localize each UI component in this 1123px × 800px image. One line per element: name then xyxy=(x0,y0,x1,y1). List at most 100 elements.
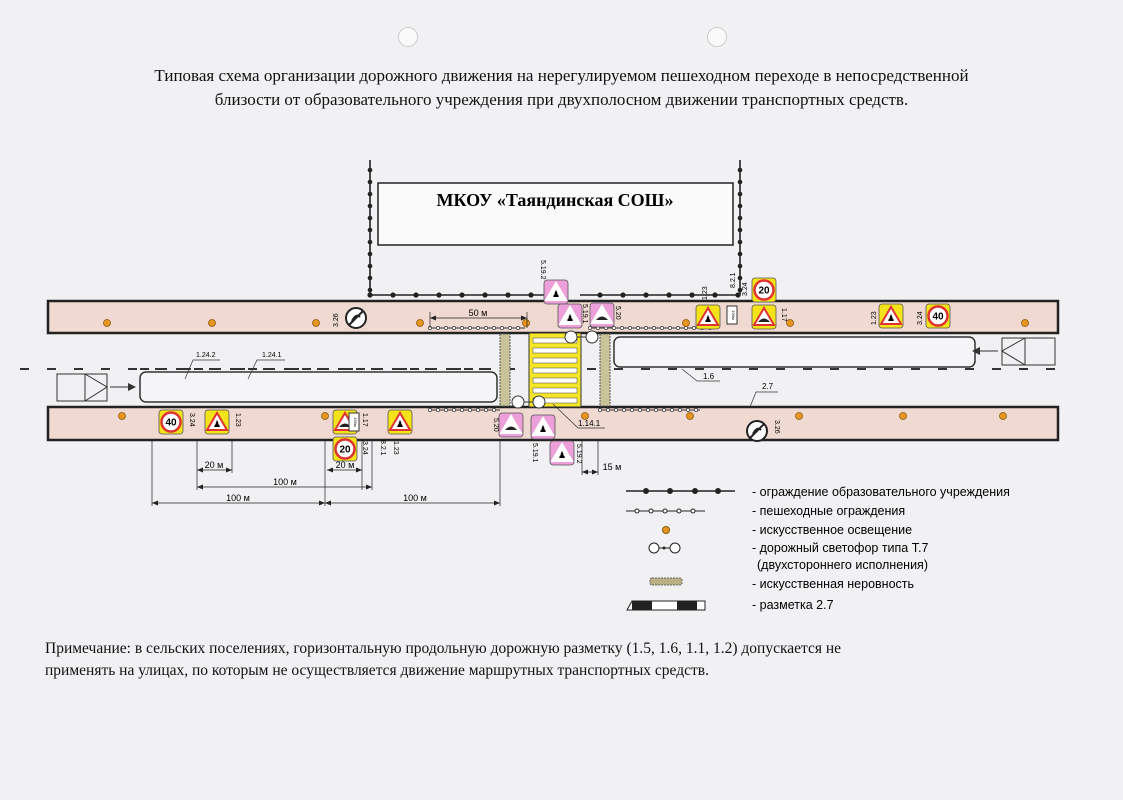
fence-post xyxy=(660,326,664,330)
pedestrian-fences xyxy=(428,326,715,412)
fence-post xyxy=(492,408,496,412)
fence-post xyxy=(367,287,373,293)
speed-bump-left xyxy=(499,333,511,407)
fence-post xyxy=(737,191,743,197)
street-light-icon xyxy=(686,412,694,420)
crosswalk-1-14-1 xyxy=(528,332,582,408)
pedestrian-crossing-icon xyxy=(531,416,555,436)
fence-post xyxy=(606,408,610,412)
plate-8-2-1 xyxy=(348,412,360,432)
dimension-label: 20 м xyxy=(205,460,224,470)
figure-glyph: ♟ xyxy=(213,419,221,429)
fence-post xyxy=(668,326,672,330)
sign-code: 1.17 xyxy=(780,308,787,322)
street-light-icon xyxy=(795,412,803,420)
plate-text: 150м xyxy=(731,310,736,320)
marking-label: 1.6 xyxy=(703,372,715,381)
street-light-icon xyxy=(312,319,320,327)
fence-post xyxy=(670,408,674,412)
legend-label: - искусственная неровность xyxy=(752,577,914,591)
strike-line xyxy=(749,423,765,439)
right-lane-zone xyxy=(613,336,976,368)
fence-post xyxy=(597,292,603,298)
arrow-head xyxy=(327,467,333,473)
page-title: Типовая схема организации дорожного движ… xyxy=(40,64,1083,112)
dimension-label: 20 м xyxy=(336,460,355,470)
dimension-label: 15 м xyxy=(603,462,622,472)
street-light-icon xyxy=(321,412,329,420)
arrow-head xyxy=(197,467,203,473)
fence-post xyxy=(367,292,373,298)
figure-glyph: ♟ xyxy=(396,419,404,429)
school-fence-icon xyxy=(626,488,735,494)
fence-post xyxy=(737,227,743,233)
fence-post xyxy=(484,326,488,330)
fence-post xyxy=(468,408,472,412)
legend-label: - разметка 2.7 xyxy=(752,598,834,612)
vehicle-left xyxy=(56,373,136,402)
bump-shape xyxy=(505,426,517,430)
sign-1-23: ♟1.23 xyxy=(871,303,904,329)
street-light-icon xyxy=(662,526,670,534)
fence-post xyxy=(676,326,680,330)
crosswalk-stripe xyxy=(532,377,578,384)
street-light-icon xyxy=(416,319,424,327)
fence-post xyxy=(367,203,373,209)
sign-code: 5.20 xyxy=(614,306,621,320)
sign-3-26: 3.26 xyxy=(746,420,780,442)
fence-post xyxy=(622,408,626,412)
fence-post xyxy=(737,167,743,173)
legend: - ограждение образовательного учреждения… xyxy=(626,485,1010,612)
traffic-light-icon xyxy=(648,542,681,554)
figure-glyph: ♟ xyxy=(552,289,560,299)
plate-text: 150м xyxy=(353,417,358,427)
sign-code: 8.2.1 xyxy=(379,440,386,456)
arrow-head xyxy=(592,469,598,475)
dimension-label: 100 м xyxy=(403,493,427,503)
speed-limit-value: 40 xyxy=(932,312,944,323)
sign-5-19-1: ♟5.19.1 xyxy=(557,303,588,329)
school-name: МКОУ «Таяндинская СОШ» xyxy=(437,190,674,210)
speed-bump-sign-icon xyxy=(499,414,523,434)
footnote: Примечание: в сельских поселениях, гориз… xyxy=(45,638,1078,682)
crosswalk-stripe xyxy=(532,367,578,374)
fence-post xyxy=(452,408,456,412)
fence-post xyxy=(654,408,658,412)
horn-shape xyxy=(752,427,762,435)
fence-post xyxy=(692,326,696,330)
sign-1-23: ♟1.23 xyxy=(204,409,241,435)
dimension-line: 20 м xyxy=(327,460,362,473)
dimension-label: 100 м xyxy=(273,477,297,487)
legend-label: (двухстороннего исполнения) xyxy=(757,558,928,572)
note-line-1: Примечание: в сельских поселениях, гориз… xyxy=(45,640,842,657)
fence-post xyxy=(492,326,496,330)
fence-post xyxy=(367,167,373,173)
fence-post xyxy=(390,292,396,298)
sign-1-17: 1.17 xyxy=(751,304,787,330)
marking-label: 1.24.1 xyxy=(262,352,282,359)
dimension-line: 50 м xyxy=(430,308,527,321)
traffic-light-bottom xyxy=(511,395,546,409)
legend-label: - ограждение образовательного учреждения xyxy=(752,485,1010,499)
street-light-icon xyxy=(581,412,589,420)
pedestrian-fence-icon xyxy=(626,508,705,514)
sign-code: 3.24 xyxy=(188,413,195,427)
fence-post xyxy=(367,227,373,233)
dimension-line: 100 м xyxy=(197,477,372,490)
dimension-line: 20 м xyxy=(197,460,232,473)
fence-post xyxy=(678,408,682,412)
figure-glyph: ♟ xyxy=(704,314,712,324)
sign-5-20: 5.20 xyxy=(589,302,621,328)
fence-post xyxy=(428,408,432,412)
fence-post xyxy=(620,326,624,330)
sign-5-19-1: ♟5.19.1 xyxy=(530,414,556,463)
figure-glyph: ♟ xyxy=(566,313,574,323)
fence-post xyxy=(367,179,373,185)
binder-hole xyxy=(398,27,418,47)
marking-2-7-icon xyxy=(626,600,706,611)
fence-post xyxy=(735,292,741,298)
speed-limit-value: 20 xyxy=(758,286,770,297)
